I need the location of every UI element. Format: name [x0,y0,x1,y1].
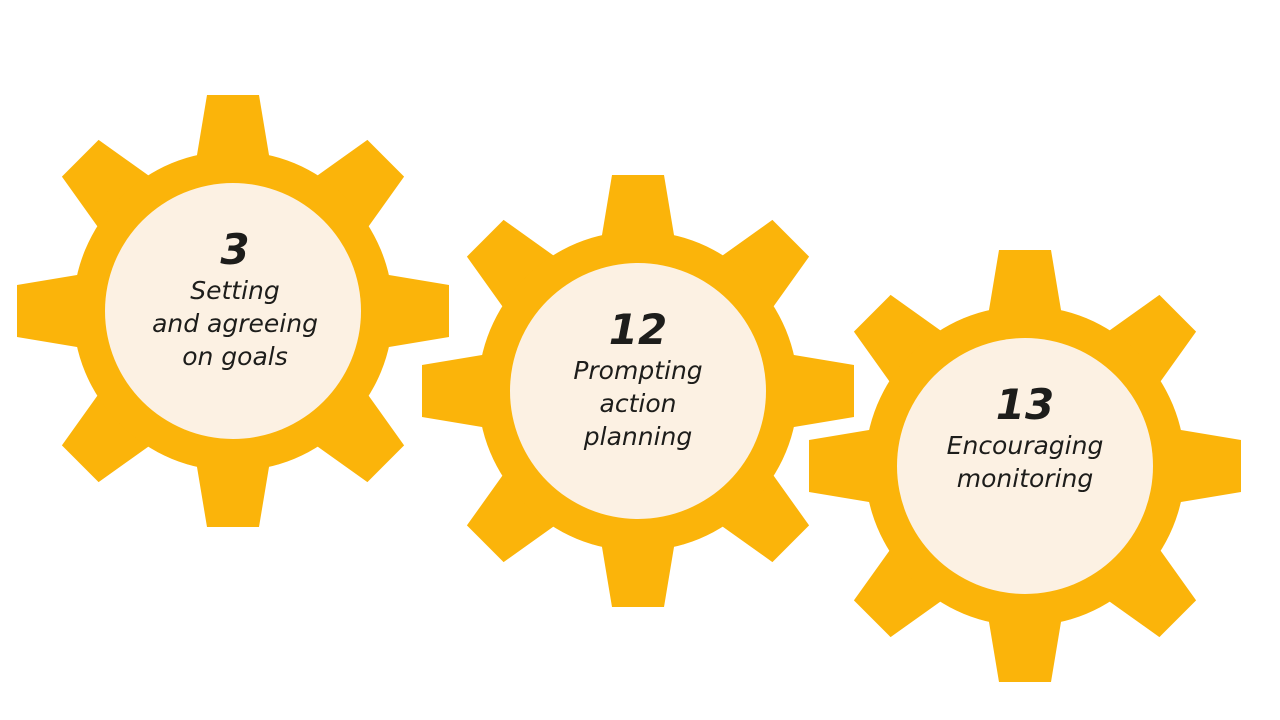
gear-2 [422,175,854,607]
gear-hub [105,183,361,439]
gear-1-line-3: on goals [182,342,288,371]
gear-2-line-2: action [599,389,677,418]
gear-hub [897,338,1153,594]
gear-2-number: 12 [608,305,668,354]
gear-1-line-1: Setting [190,276,280,305]
gear-hub [510,263,766,519]
gear-3-number: 13 [995,380,1055,429]
gear-2-label: 12 Prompting action planning [518,306,758,453]
gear-1-label: 3 Setting and agreeing on goals [115,226,355,373]
gear-2-line-1: Prompting [573,356,703,385]
gear-3-line-1: Encouraging [946,431,1104,460]
gear-1-line-2: and agreeing [152,309,318,338]
gear-3 [809,250,1241,682]
gear-3-line-2: monitoring [956,464,1094,493]
gear-3-label: 13 Encouraging monitoring [905,381,1145,495]
gear-2-line-3: planning [583,422,693,451]
gear-1 [17,95,449,527]
gear-1-number: 3 [220,225,250,274]
